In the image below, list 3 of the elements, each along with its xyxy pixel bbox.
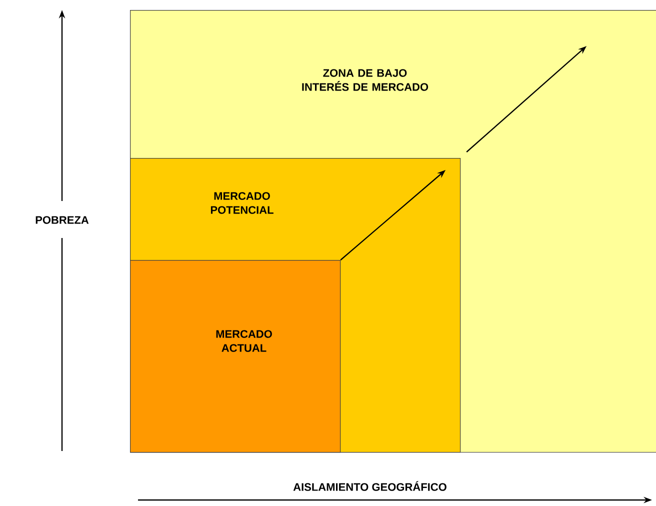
axis-label: POBREZA: [36, 216, 89, 224]
axis-label: AISLAMIENTO GEOGRÁFICO: [293, 481, 446, 491]
zone-box: MERCADO ACTUAL: [130, 260, 341, 453]
